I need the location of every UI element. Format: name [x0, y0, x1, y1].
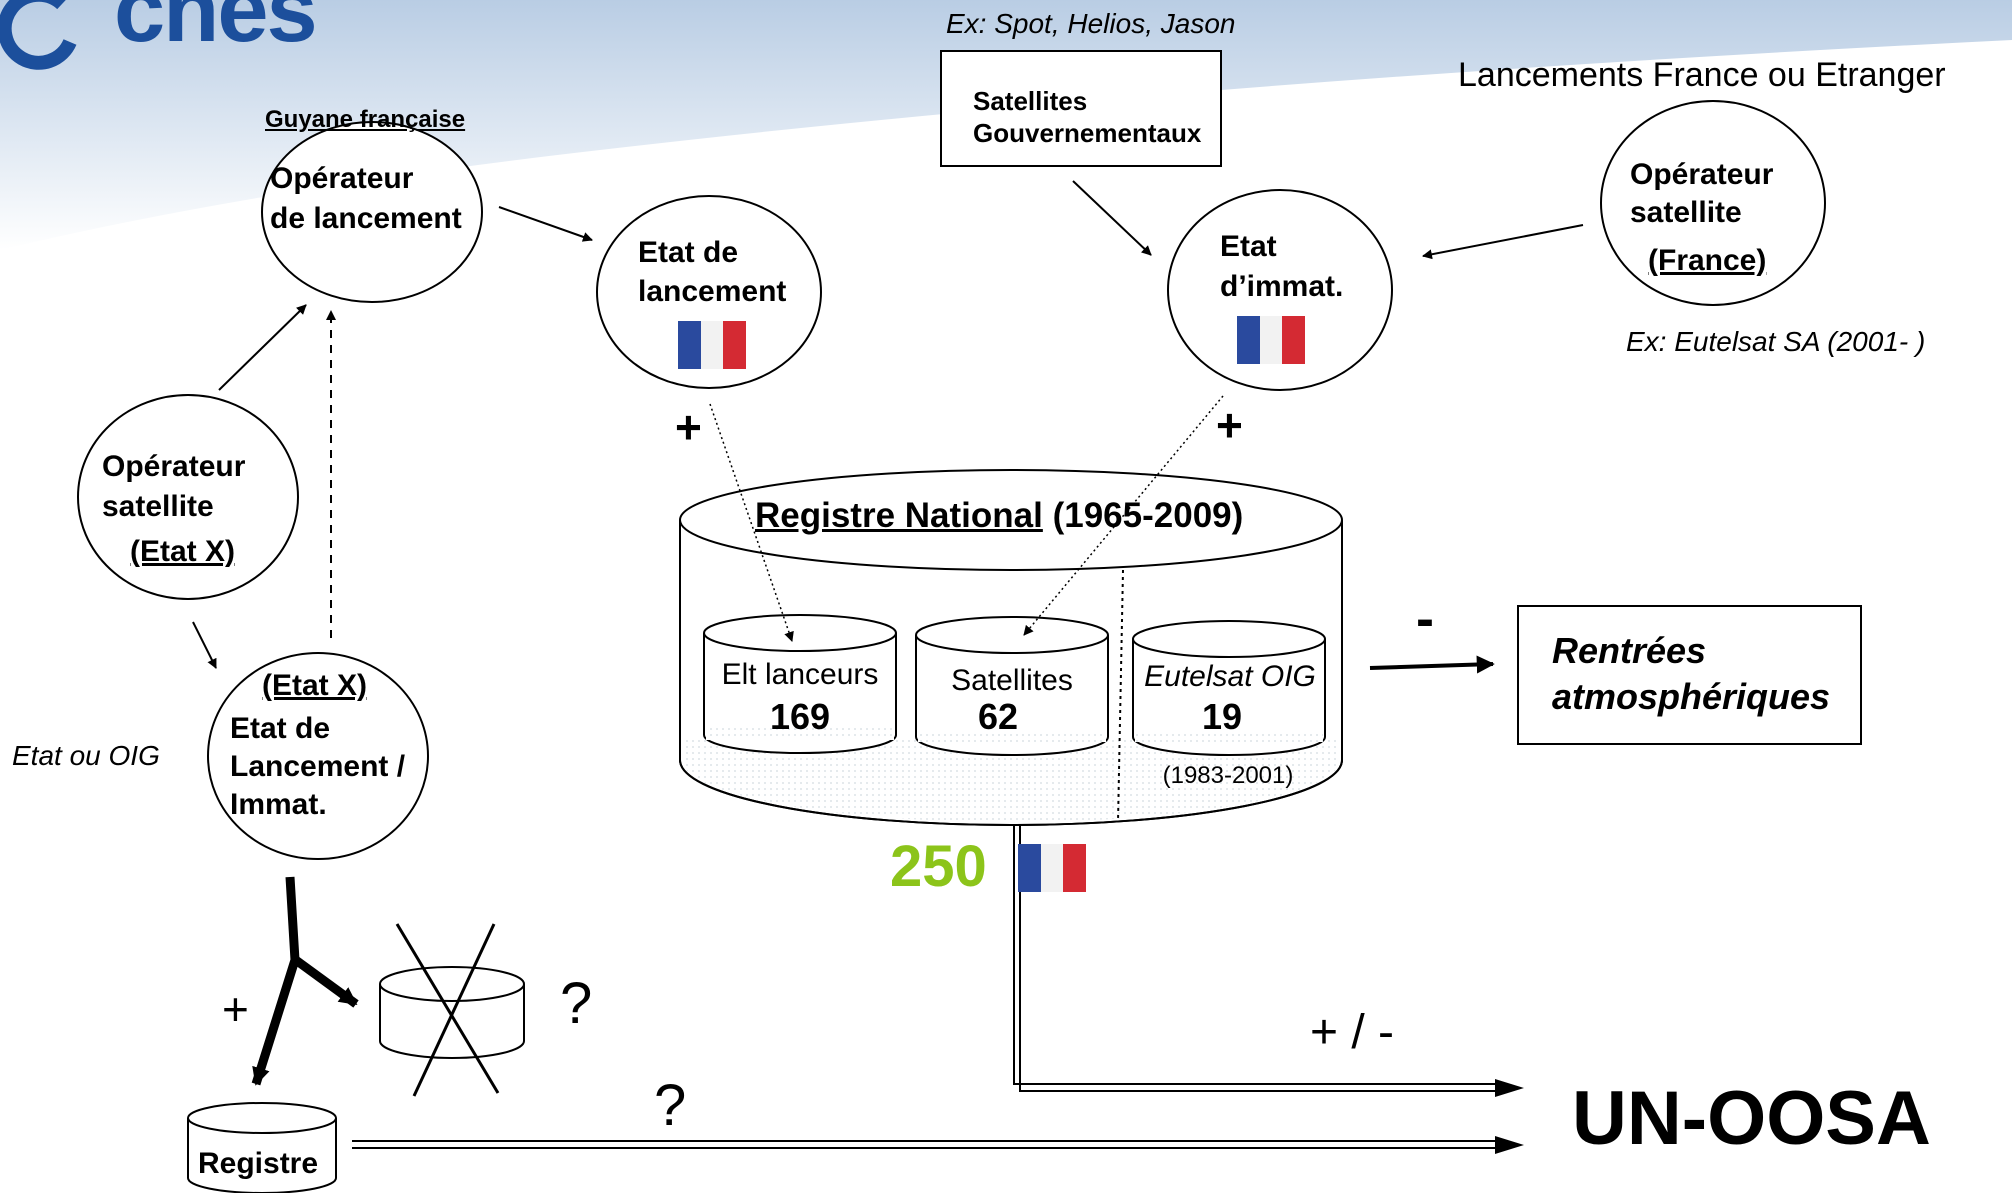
- arrow-france-operator-to-immat: [1422, 224, 1584, 260]
- thick-arrow-to-registre: [251, 876, 300, 1086]
- arrow-operator-x-to-launch-operator: [218, 304, 307, 391]
- state-x-line1: (Etat X): [262, 669, 367, 702]
- arrow-gov-to-immat: [1072, 180, 1152, 256]
- thick-arrow-to-crossed-register: [290, 954, 359, 1008]
- launch-state-line1: Etat de: [638, 236, 739, 269]
- state-x-circle: [207, 652, 429, 860]
- gov-satellites-line2: Gouvernementaux: [973, 118, 1202, 148]
- guyane-label: Guyane française: [265, 106, 466, 133]
- state-x-line2: Etat de: [230, 712, 331, 745]
- state-x-line4: Immat.: [230, 788, 327, 821]
- crossed-register-cylinder: [379, 923, 525, 1097]
- gov-satellites-line1: Satellites: [973, 86, 1088, 116]
- double-line-register-to-unoosa: [1013, 824, 1524, 1097]
- national-register-total: 250: [890, 834, 987, 899]
- state-x-line3: Lancement /: [230, 750, 406, 783]
- arrow-register-to-reentries: [1369, 655, 1495, 674]
- sat-operator-france-circle: [1600, 100, 1826, 306]
- unoosa-label: UN-OOSA: [1572, 1076, 1931, 1161]
- registre-cylinder: [187, 1102, 337, 1193]
- dotted-arrow-launch-to-launchers: [709, 403, 794, 642]
- cnes-logo-text: cnes: [114, 0, 318, 61]
- national-register-title: Registre National (1965-2009): [755, 496, 1243, 536]
- eutelsat-years: (1983-2001): [1162, 762, 1294, 789]
- national-register-title-main: Registre National: [755, 496, 1043, 535]
- registry-state-line1: Etat: [1220, 230, 1277, 263]
- cnes-logo-mark: [0, 0, 77, 70]
- launch-operator-line2: de lancement: [270, 202, 462, 235]
- dotted-arrow-immat-to-satellites: [1023, 395, 1224, 636]
- launches-title: Lancements France ou Etranger: [1458, 56, 1946, 94]
- arrow-operator-x-to-state-x: [192, 621, 217, 669]
- arrow-operator-to-launch-state: [498, 206, 593, 242]
- minus-reentries: -: [1416, 589, 1434, 649]
- reentries-line2: atmosphériques: [1552, 676, 1831, 717]
- sat-operator-x-circle: [77, 394, 299, 600]
- reentries-box: [1517, 605, 1862, 745]
- question-registre-line: ?: [654, 1073, 687, 1138]
- national-register-flag: [1018, 844, 1086, 892]
- header-swoosh: [0, 0, 2012, 250]
- launch-operator-line1: Opérateur: [270, 162, 414, 195]
- sat-operator-x-line2: satellite: [102, 490, 214, 523]
- sat-operator-x-line3: (Etat X): [130, 535, 235, 568]
- gov-satellites-box: [940, 50, 1222, 167]
- launchers-label: Elt lanceurs: [721, 658, 879, 691]
- question-crossed-register: ?: [560, 971, 593, 1036]
- example-eutelsat: Ex: Eutelsat SA (2001- ): [1626, 326, 1926, 357]
- launch-operator-circle: [261, 121, 483, 303]
- registry-state-flag: [1237, 316, 1305, 364]
- launch-state-line2: lancement: [638, 275, 787, 308]
- sub-cylinder-satellites: [915, 616, 1109, 756]
- reentries-line1: Rentrées: [1552, 630, 1707, 671]
- registry-state-circle: [1167, 189, 1393, 391]
- sat-operator-france-line3: (France): [1648, 244, 1767, 277]
- launch-state-circle: [596, 195, 822, 389]
- eutelsat-value: 19: [1201, 696, 1243, 737]
- eutelsat-label: Eutelsat OIG: [1144, 660, 1316, 693]
- launch-state-flag: [678, 321, 746, 369]
- national-register-title-years: (1965-2009): [1052, 496, 1244, 535]
- sat-operator-france-line1: Opérateur: [1630, 158, 1774, 191]
- double-line-registre-to-unoosa: [352, 1136, 1524, 1154]
- plus-registre: +: [222, 983, 249, 1035]
- launchers-value: 169: [769, 696, 831, 737]
- sat-operator-x-line1: Opérateur: [102, 450, 246, 483]
- example-gov-satellites: Ex: Spot, Helios, Jason: [946, 8, 1236, 39]
- satellites-value: 62: [977, 696, 1019, 737]
- satellites-label: Satellites: [951, 664, 1073, 697]
- registry-state-line2: d’immat.: [1220, 270, 1344, 303]
- plus-launch-state: +: [675, 401, 702, 453]
- state-or-oig-label: Etat ou OIG: [12, 740, 160, 771]
- registre-label: Registre: [198, 1147, 319, 1180]
- sub-cylinder-eutelsat: [1132, 620, 1326, 756]
- sat-operator-france-line2: satellite: [1630, 196, 1742, 229]
- plus-minus-unoosa: + / -: [1310, 1006, 1395, 1059]
- sub-cylinder-launchers: [703, 614, 897, 754]
- plus-registry-state: +: [1216, 399, 1243, 451]
